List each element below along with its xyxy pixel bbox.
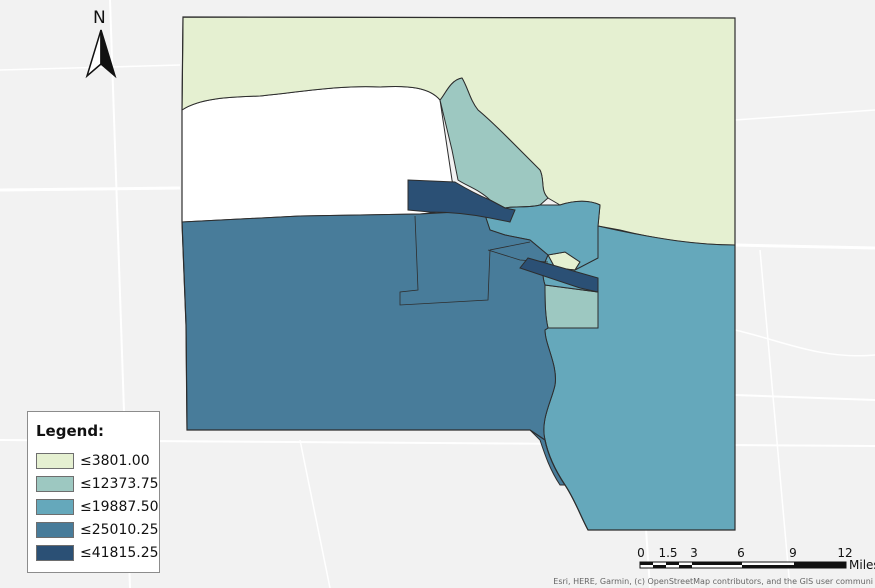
scale-tick: 6 xyxy=(737,546,745,560)
legend-label: ≤25010.25 xyxy=(80,522,159,538)
legend-swatch xyxy=(36,522,74,538)
legend-item: ≤19887.50 xyxy=(36,498,159,516)
legend-swatch xyxy=(36,453,74,469)
scale-bar: 0 1.5 3 6 9 12 Miles xyxy=(637,546,875,576)
scale-tick: 3 xyxy=(690,546,698,560)
legend-item: ≤3801.00 xyxy=(36,452,150,470)
legend-item: ≤25010.25 xyxy=(36,521,159,539)
north-label: N xyxy=(93,8,106,28)
legend-title: Legend: xyxy=(36,422,105,440)
region-class2[interactable] xyxy=(439,77,549,209)
legend-swatch xyxy=(36,545,74,561)
legend: Legend: ≤3801.00 ≤12373.75 ≤19887.50 ≤25… xyxy=(27,411,160,573)
legend-swatch xyxy=(36,499,74,515)
scale-units: Miles xyxy=(849,558,875,572)
legend-swatch xyxy=(36,476,74,492)
scale-tick: 0 xyxy=(637,546,645,560)
legend-label: ≤12373.75 xyxy=(80,476,159,492)
region-class3-north[interactable] xyxy=(484,200,601,272)
scale-bar-graphic xyxy=(639,561,847,569)
region-class5[interactable] xyxy=(407,179,516,223)
scale-tick: 9 xyxy=(789,546,797,560)
region-class5-strip[interactable] xyxy=(519,257,599,293)
map-attribution: Esri, HERE, Garmin, (c) OpenStreetMap co… xyxy=(553,577,873,586)
legend-label: ≤3801.00 xyxy=(80,453,150,469)
legend-label: ≤19887.50 xyxy=(80,499,159,515)
north-arrow-icon xyxy=(85,29,117,79)
legend-item: ≤41815.25 xyxy=(36,544,159,562)
scale-tick: 12 xyxy=(837,546,853,560)
county-outline xyxy=(181,16,736,531)
scale-tick: 1.5 xyxy=(658,546,678,560)
legend-item: ≤12373.75 xyxy=(36,475,159,493)
north-arrow: N xyxy=(82,8,122,80)
legend-label: ≤41815.25 xyxy=(80,545,159,561)
